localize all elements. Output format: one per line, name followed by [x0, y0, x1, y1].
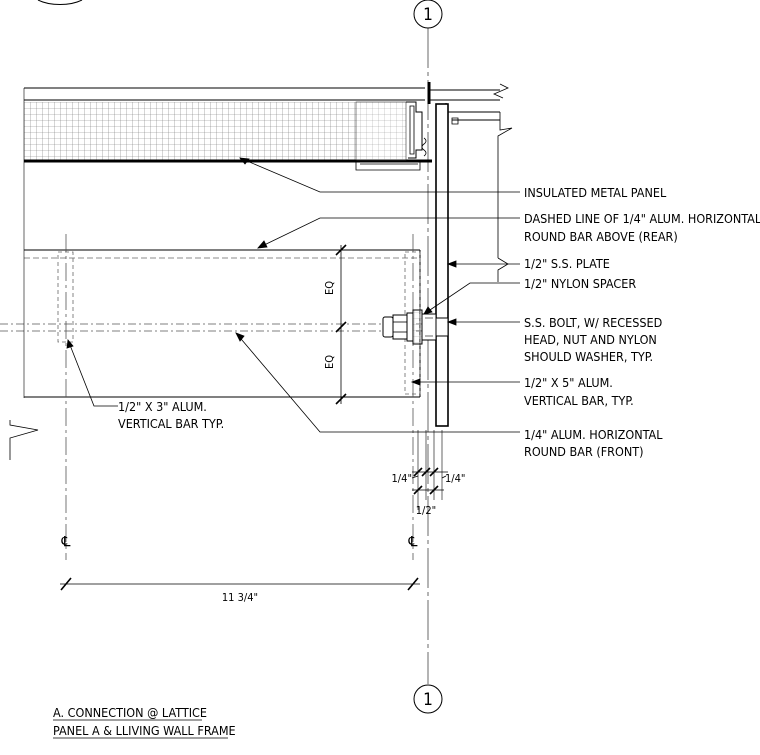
- grid-bubble-top: 1: [413, 0, 443, 29]
- dim-overall-width: 11 3/4": [222, 591, 258, 604]
- label-vertical-bar-5-1: 1/2" X 5" ALUM.: [524, 375, 613, 390]
- label-vertical-bar-3-2: VERTICAL BAR TYP.: [118, 416, 224, 431]
- grid-bubble-bottom: 1: [413, 684, 443, 714]
- detail-title: A. CONNECTION @ LATTICE PANEL A & LLIVIN…: [53, 705, 236, 739]
- insulated-metal-panel: [24, 87, 432, 171]
- lattice-frame: [0, 234, 430, 560]
- label-dashed-line-1: DASHED LINE OF 1/4" ALUM. HORIZONTAL: [524, 211, 760, 226]
- label-horizontal-bar-1: 1/4" ALUM. HORIZONTAL: [524, 427, 663, 442]
- label-ss-plate: 1/2" S.S. PLATE: [524, 256, 610, 271]
- label-dashed-line-2: ROUND BAR ABOVE (REAR): [524, 229, 678, 244]
- overall-dimension: 11 3/4": [60, 577, 420, 604]
- eq-dimension: EQ EQ: [323, 244, 347, 405]
- plate-dimensions: 1/4" 1/4" 1/2": [392, 430, 465, 517]
- dim-quarter-left: 1/4": [392, 472, 412, 485]
- label-horizontal-bar-2: ROUND BAR (FRONT): [524, 444, 644, 459]
- centerline-symbol-left: ℄: [61, 534, 71, 550]
- label-insulated-metal-panel: INSULATED METAL PANEL: [524, 185, 667, 200]
- dim-quarter-right: 1/4": [445, 472, 465, 485]
- leader-lines: [66, 157, 520, 433]
- break-lines: [9, 88, 39, 460]
- centerline-symbol-right: ℄: [408, 534, 418, 550]
- bolt-assembly: [382, 309, 449, 345]
- label-nylon-spacer: 1/2" NYLON SPACER: [524, 276, 636, 291]
- callouts: INSULATED METAL PANEL DASHED LINE OF 1/4…: [118, 185, 760, 459]
- label-vertical-bar-5-2: VERTICAL BAR, TYP.: [524, 393, 634, 408]
- ss-plate: [435, 103, 449, 427]
- centerline-markers: ℄ ℄: [61, 534, 418, 550]
- dim-half: 1/2": [416, 504, 436, 517]
- grid-label-bottom: 1: [423, 690, 433, 710]
- label-bolt-2: HEAD, NUT AND NYLON: [524, 332, 657, 347]
- title-line-2: PANEL A & LLIVING WALL FRAME: [53, 723, 236, 738]
- label-vertical-bar-3-1: 1/2" X 3" ALUM.: [118, 399, 207, 414]
- grid-label-top: 1: [423, 5, 433, 25]
- eq-lower-label: EQ: [323, 355, 336, 369]
- title-line-1: A. CONNECTION @ LATTICE: [53, 705, 207, 720]
- label-bolt-3: SHOULD WASHER, TYP.: [524, 349, 653, 364]
- label-bolt-1: S.S. BOLT, W/ RECESSED: [524, 315, 662, 330]
- eq-upper-label: EQ: [323, 281, 336, 295]
- grid-bubble-partial: [37, 0, 83, 5]
